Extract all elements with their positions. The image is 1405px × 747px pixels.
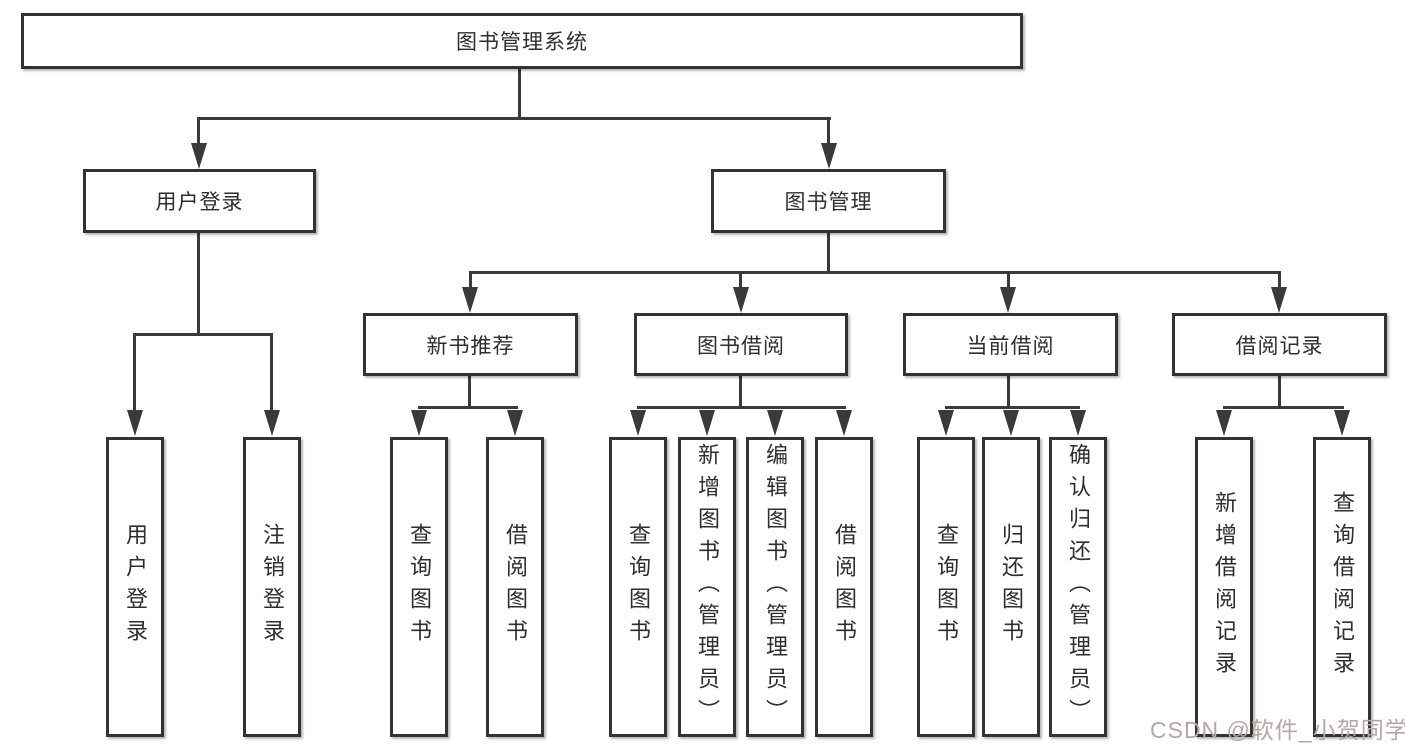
connector-line xyxy=(133,335,136,412)
watermark: CSDN @软件_小贺同学 xyxy=(1150,717,1405,743)
arrow-down-icon xyxy=(1271,287,1287,313)
leaf-add-borrow-record: 新增借阅记录 xyxy=(1195,437,1253,737)
node-label: 注销登录 xyxy=(260,523,285,651)
connector-line xyxy=(1007,273,1010,289)
node-label: 新增借阅记录 xyxy=(1212,491,1237,683)
connector-line xyxy=(197,119,200,145)
node-label: 确认归还（管理员） xyxy=(1066,443,1091,731)
arrow-down-icon xyxy=(1216,410,1232,436)
node-label: 用户登录 xyxy=(123,523,148,651)
leaf-borrow-books-2: 借阅图书 xyxy=(815,437,873,737)
node-label: 查询图书 xyxy=(626,523,651,651)
leaf-query-books-3: 查询图书 xyxy=(917,437,975,737)
arrow-down-icon xyxy=(191,143,207,169)
arrow-down-icon xyxy=(1003,410,1019,436)
connector-line xyxy=(1278,273,1281,289)
connector-line xyxy=(827,119,830,145)
node-label: 新增图书（管理员） xyxy=(695,443,720,731)
node-label: 借阅图书 xyxy=(503,523,528,651)
connector-line xyxy=(197,232,200,336)
connector-line xyxy=(739,376,742,409)
arrow-down-icon xyxy=(264,410,280,436)
connector-line xyxy=(418,406,518,409)
arrow-down-icon xyxy=(462,287,478,313)
node-current-borrowing: 当前借阅 xyxy=(903,313,1118,376)
node-borrowing-records: 借阅记录 xyxy=(1172,313,1387,376)
node-label: 编辑图书（管理员） xyxy=(763,443,788,731)
leaf-query-borrow-record: 查询借阅记录 xyxy=(1313,437,1371,737)
leaf-edit-book-admin: 编辑图书（管理员） xyxy=(746,437,804,737)
arrow-down-icon xyxy=(1334,410,1350,436)
arrow-down-icon xyxy=(1070,410,1086,436)
connector-line xyxy=(469,273,472,289)
leaf-borrow-books-1: 借阅图书 xyxy=(486,437,544,737)
node-label: 用户登录 xyxy=(155,191,244,214)
node-root: 图书管理系统 xyxy=(21,13,1023,69)
node-label: 图书管理 xyxy=(784,191,873,214)
arrow-down-icon xyxy=(507,410,523,436)
leaf-logout: 注销登录 xyxy=(243,437,301,737)
arrow-down-icon xyxy=(836,410,852,436)
arrow-down-icon xyxy=(733,287,749,313)
connector-line xyxy=(518,69,521,119)
connector-line xyxy=(945,406,1080,409)
node-label: 当前借阅 xyxy=(966,334,1055,358)
node-book-management: 图书管理 xyxy=(711,169,946,233)
connector-line xyxy=(1223,406,1344,409)
arrow-down-icon xyxy=(411,410,427,436)
node-label: 图书管理系统 xyxy=(456,31,588,54)
node-label: 图书借阅 xyxy=(697,334,785,358)
node-new-book-recommendation: 新书推荐 xyxy=(363,313,578,376)
connector-line xyxy=(197,117,831,120)
node-label: 查询图书 xyxy=(934,523,959,651)
node-label: 新书推荐 xyxy=(426,334,515,358)
arrow-down-icon xyxy=(699,410,715,436)
arrow-down-icon xyxy=(630,410,646,436)
connector-line xyxy=(1278,375,1281,409)
connector-line xyxy=(469,271,1281,274)
leaf-confirm-return-admin: 确认归还（管理员） xyxy=(1049,437,1107,737)
node-label: 查询图书 xyxy=(407,523,432,651)
node-label: 借阅记录 xyxy=(1235,334,1324,358)
arrow-down-icon xyxy=(821,143,837,169)
leaf-add-book-admin: 新增图书（管理员） xyxy=(678,437,736,737)
leaf-query-books-2: 查询图书 xyxy=(609,437,667,737)
leaf-user-login: 用户登录 xyxy=(106,437,164,737)
leaf-return-books: 归还图书 xyxy=(982,437,1040,737)
arrow-down-icon xyxy=(938,410,954,436)
connector-line xyxy=(1007,375,1010,409)
node-user-login: 用户登录 xyxy=(83,169,316,233)
arrow-down-icon xyxy=(1000,287,1016,313)
connector-line xyxy=(468,376,471,409)
leaf-query-books-1: 查询图书 xyxy=(390,437,448,737)
arrow-down-icon xyxy=(767,410,783,436)
arrow-down-icon xyxy=(127,410,143,436)
node-label: 归还图书 xyxy=(999,523,1024,651)
node-label: 查询借阅记录 xyxy=(1330,491,1355,683)
connector-line xyxy=(637,406,846,409)
connector-line xyxy=(133,333,273,336)
connector-line xyxy=(739,273,742,289)
connector-line xyxy=(827,233,830,274)
node-label: 借阅图书 xyxy=(832,523,857,651)
connector-line xyxy=(270,335,273,412)
node-book-borrowing: 图书借阅 xyxy=(634,313,848,376)
